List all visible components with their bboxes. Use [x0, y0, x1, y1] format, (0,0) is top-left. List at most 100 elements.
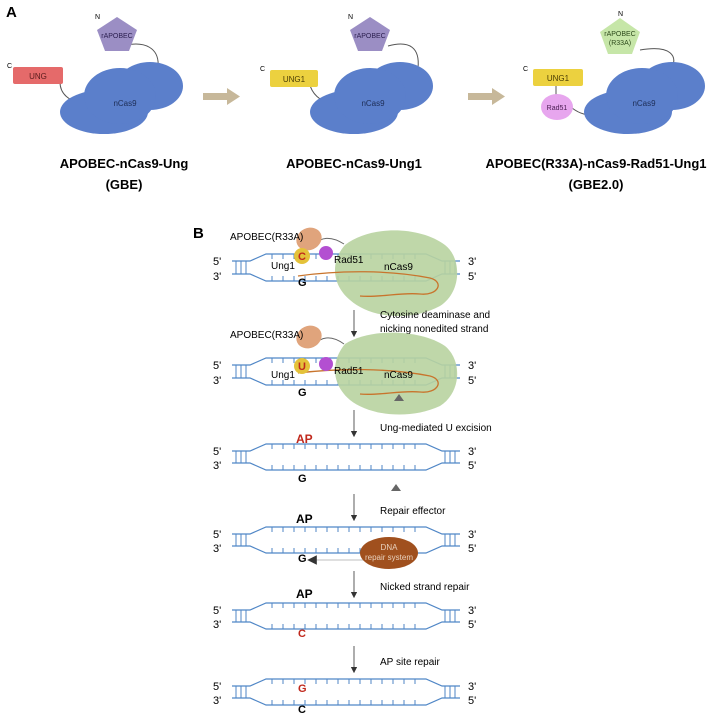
three-prime-label: 3' — [213, 460, 221, 472]
construct-gbe: nCas9 UNG C rAPOBEC N — [7, 14, 183, 134]
n-terminus-label: N — [95, 14, 100, 21]
c-terminus-label: C — [260, 66, 265, 73]
three-prime-label: 3' — [468, 360, 476, 372]
three-prime-label: 3' — [213, 375, 221, 387]
step-label-1b: nicking nonedited strand — [380, 324, 488, 335]
panel-b-label: B — [193, 225, 204, 242]
construct-title-gbe2: APOBEC(R33A)-nCas9-Rad51-Ung1 — [485, 156, 706, 171]
c-terminus-label: C — [523, 66, 528, 73]
rapobec-label: rAPOBEC — [354, 33, 386, 40]
c-terminus-label: C — [7, 63, 12, 70]
ncas9-label: nCas9 — [632, 99, 656, 108]
three-prime-label: 3' — [213, 695, 221, 707]
ung1-blob — [294, 358, 310, 374]
apobec-blob — [296, 227, 322, 251]
transition-arrow-1 — [203, 88, 240, 105]
five-prime-label: 5' — [468, 695, 476, 707]
ncas9-label: nCas9 — [384, 370, 413, 381]
three-prime-label: 3' — [213, 619, 221, 631]
construct-title-gbe: APOBEC-nCas9-Ung — [60, 156, 189, 171]
five-prime-label: 5' — [468, 271, 476, 283]
transition-arrow-2 — [468, 88, 505, 105]
five-prime-label: 5' — [213, 360, 221, 372]
rad51-circle — [541, 94, 573, 120]
five-prime-label: 5' — [468, 375, 476, 387]
ung1-blob — [294, 248, 310, 264]
base-g: G — [298, 387, 307, 399]
rad51-label: Rad51 — [334, 366, 364, 377]
r33a-label: (R33A) — [609, 40, 631, 47]
base-g-red: G — [298, 683, 307, 695]
guide-rna — [297, 368, 439, 396]
three-prime-label: 3' — [468, 605, 476, 617]
ncas9-label: nCas9 — [384, 262, 413, 273]
step-label-3: Repair effector — [380, 506, 446, 517]
dna-repair-system: DNA repair system — [307, 537, 418, 569]
five-prime-label: 5' — [468, 543, 476, 555]
rad51-label: Rad51 — [547, 105, 568, 112]
ung1-box — [533, 69, 583, 86]
five-prime-label: 5' — [213, 605, 221, 617]
step-label-5: AP site repair — [380, 657, 441, 668]
rapobec-pentagon — [97, 17, 137, 51]
construct-subtitle-gbe: (GBE) — [106, 177, 143, 192]
ung1-label: UNG1 — [547, 74, 570, 83]
base-g: G — [298, 473, 307, 485]
base-g: G — [298, 277, 307, 289]
five-prime-label: 5' — [213, 529, 221, 541]
apobec-blob — [296, 325, 322, 349]
dna-duplex-4 — [232, 526, 460, 554]
construct-ung1: nCas9 UNG1 C rAPOBEC N — [260, 14, 433, 134]
ncas9-shape — [60, 62, 183, 134]
top-strand — [232, 526, 460, 535]
nick-triangle — [391, 484, 401, 491]
ung1-label: UNG1 — [283, 75, 306, 84]
three-prime-label: 3' — [468, 446, 476, 458]
ung-box — [13, 67, 63, 84]
bottom-strand — [232, 462, 460, 471]
dna-duplex-6 — [232, 678, 460, 706]
five-prime-label: 5' — [213, 446, 221, 458]
bottom-strand — [232, 545, 460, 554]
ung1-label: Ung1 — [271, 370, 295, 381]
top-strand — [232, 602, 460, 611]
base-c: C — [298, 704, 306, 716]
n-terminus-label: N — [348, 14, 353, 21]
three-prime-label: 3' — [468, 256, 476, 268]
step-label-4: Nicked strand repair — [380, 582, 470, 593]
five-prime-label: 5' — [213, 256, 221, 268]
panel-a-label: A — [6, 4, 17, 21]
three-prime-label: 3' — [468, 681, 476, 693]
linker-apobec — [387, 43, 419, 69]
construct-gbe2: nCas9 UNG1 C Rad51 rAPOBEC (R33A) N — [523, 11, 705, 134]
rapobec-label: rAPOBEC — [101, 33, 133, 40]
base-ap: AP — [296, 587, 313, 601]
construct-title-ung1: APOBEC-nCas9-Ung1 — [286, 156, 422, 171]
ung1-label: Ung1 — [271, 261, 295, 272]
rapobec-pentagon — [350, 17, 390, 51]
base-u-red: U — [298, 361, 306, 373]
construct-subtitle-gbe2: (GBE2.0) — [569, 177, 624, 192]
rad51-label: Rad51 — [334, 255, 364, 266]
base-g: G — [298, 553, 307, 565]
top-strand — [232, 443, 460, 452]
apobec-r33a-label: APOBEC(R33A) — [230, 330, 303, 341]
three-prime-label: 3' — [468, 529, 476, 541]
step-label-2: Ung-mediated U excision — [380, 423, 492, 434]
guide-rna — [297, 271, 439, 298]
five-prime-label: 5' — [468, 619, 476, 631]
ncas9-shape — [310, 62, 433, 134]
n-terminus-label: N — [618, 11, 623, 18]
base-ap: AP — [296, 512, 313, 526]
top-strand — [232, 678, 460, 687]
complex-stage-1 — [294, 227, 458, 317]
repair-label-line2: repair system — [365, 553, 413, 562]
repair-label-line1: DNA — [381, 543, 399, 552]
nick-triangle — [394, 394, 404, 401]
base-c-red: C — [298, 251, 306, 263]
repair-ellipse — [360, 537, 418, 569]
bottom-strand — [232, 697, 460, 706]
rapobec-r33a-pentagon — [600, 18, 640, 54]
three-prime-label: 3' — [213, 271, 221, 283]
